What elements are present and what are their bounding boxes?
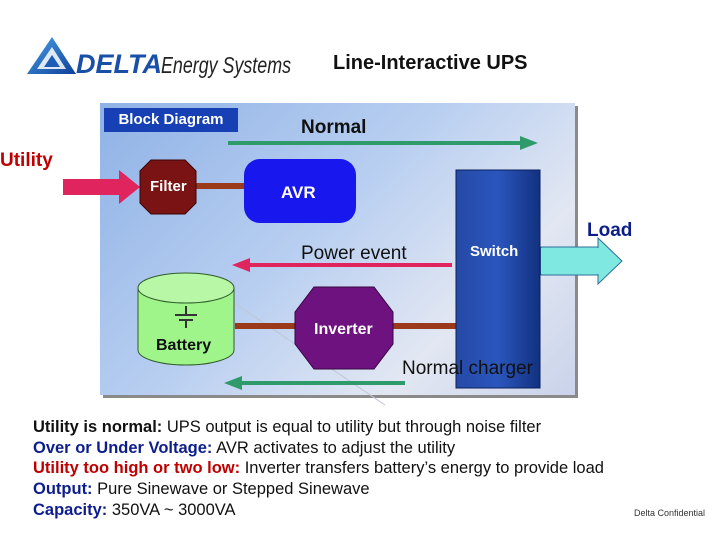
- filter-label: Filter: [150, 178, 187, 195]
- battery-label: Battery: [156, 337, 212, 354]
- note-text: Inverter transfers battery’s energy to p…: [240, 459, 604, 478]
- battery-block: [137, 272, 235, 366]
- load-label: Load: [587, 220, 633, 241]
- note-key: Capacity:: [33, 500, 108, 519]
- note-key: Utility is normal:: [33, 418, 163, 436]
- note-line: Output: Pure Sinewave or Stepped Sinewav…: [33, 479, 604, 500]
- note-key: Over or Under Voltage:: [33, 438, 213, 457]
- page-title: Line-Interactive UPS: [333, 52, 528, 74]
- filter-block: [139, 159, 197, 215]
- note-text: AVR activates to adjust the utility: [212, 438, 456, 457]
- note-key: Utility too high or two low:: [33, 459, 241, 478]
- ups-block-diagram: [63, 136, 623, 406]
- avr-label: AVR: [281, 183, 316, 202]
- note-line: Capacity: 350VA ~ 3000VA: [33, 500, 604, 521]
- normal-charger-label: Normal charger: [402, 358, 533, 379]
- note-text: Pure Sinewave or Stepped Sinewave: [92, 480, 370, 499]
- block-diagram-tag: Block Diagram: [104, 108, 238, 132]
- logo-tagline: Energy Systems: [161, 52, 291, 78]
- inverter-label: Inverter: [314, 321, 373, 338]
- utility-arrow: [63, 170, 140, 204]
- battery-symbol-icon: [175, 306, 197, 328]
- note-line: Utility is normal: UPS output is equal t…: [33, 417, 604, 438]
- note-text: 350VA ~ 3000VA: [107, 500, 236, 519]
- load-arrow: [540, 236, 623, 286]
- delta-logo: DELTA Energy Systems: [27, 37, 291, 79]
- utility-label: Utility: [0, 150, 53, 171]
- power-event-label: Power event: [301, 243, 407, 264]
- inverter-block: [294, 286, 394, 370]
- notes-list: Utility is normal: UPS output is equal t…: [33, 417, 604, 521]
- note-line: Utility too high or two low: Inverter tr…: [33, 458, 604, 479]
- normal-arrow: [228, 136, 538, 150]
- note-key: Output:: [33, 480, 93, 499]
- switch-block: [455, 169, 541, 389]
- normal-charger-arrow: [224, 376, 405, 390]
- note-line: Over or Under Voltage: AVR activates to …: [33, 438, 604, 459]
- normal-label: Normal: [301, 117, 367, 138]
- note-text: UPS output is equal to utility but throu…: [162, 418, 542, 436]
- power-event-arrow: [232, 258, 452, 272]
- switch-label: Switch: [470, 243, 519, 260]
- logo-brand: DELTA: [76, 49, 162, 79]
- avr-block: [244, 159, 356, 223]
- confidential-footer: Delta Confidential: [634, 508, 706, 518]
- delta-triangle-icon: [27, 37, 76, 74]
